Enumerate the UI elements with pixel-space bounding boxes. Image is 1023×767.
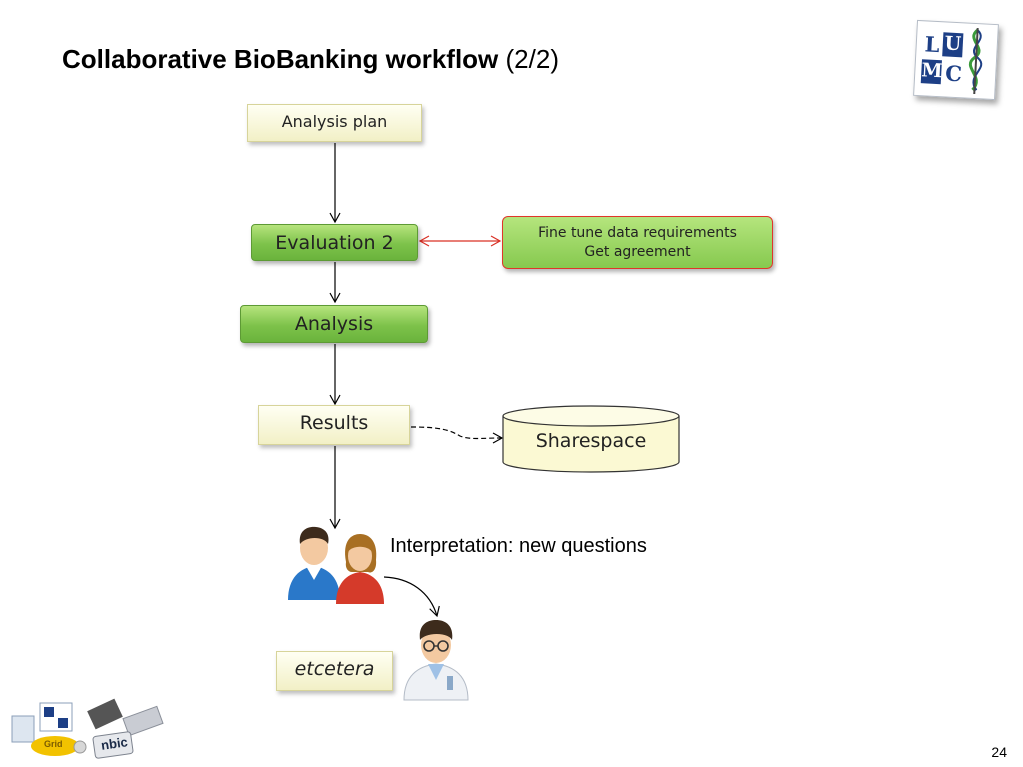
page-number: 24 (991, 744, 1007, 760)
lumc-logo: L U M C (913, 19, 999, 101)
slide-title-part: (2/2) (505, 44, 559, 74)
sharespace-cylinder (502, 405, 680, 473)
grid-logo-label: Grid (44, 739, 63, 749)
requirements-node: Fine tune data requirements Get agreemen… (502, 216, 773, 269)
etcetera-label: etcetera (294, 658, 375, 680)
arrow-people-to-scientist (383, 576, 440, 618)
interpretation-label: Interpretation: new questions (390, 535, 647, 557)
results-label: Results (299, 412, 369, 434)
sharespace-label: Sharespace (535, 430, 647, 452)
arrow-results-to-sharespace (410, 426, 504, 444)
slide-title-main: Collaborative BioBanking workflow (62, 44, 499, 74)
etcetera-node: etcetera (276, 651, 393, 691)
analysis-plan-node: Analysis plan (247, 104, 422, 142)
analysis-label: Analysis (294, 313, 374, 335)
analysis-plan-label: Analysis plan (281, 111, 388, 131)
evaluation-label: Evaluation 2 (275, 231, 394, 254)
results-node: Results (258, 405, 410, 445)
scientist-icon (403, 620, 469, 701)
logo-helix-icon (968, 28, 983, 95)
footer-logos (11, 698, 164, 759)
slide-title: Collaborative BioBanking workflow (2/2) (62, 44, 559, 75)
users-icon (288, 526, 384, 604)
evaluation-node: Evaluation 2 (251, 224, 418, 261)
requirements-line1: Fine tune data requirements (538, 224, 737, 241)
requirements-line2: Get agreement (584, 243, 691, 260)
analysis-node: Analysis (240, 305, 428, 343)
